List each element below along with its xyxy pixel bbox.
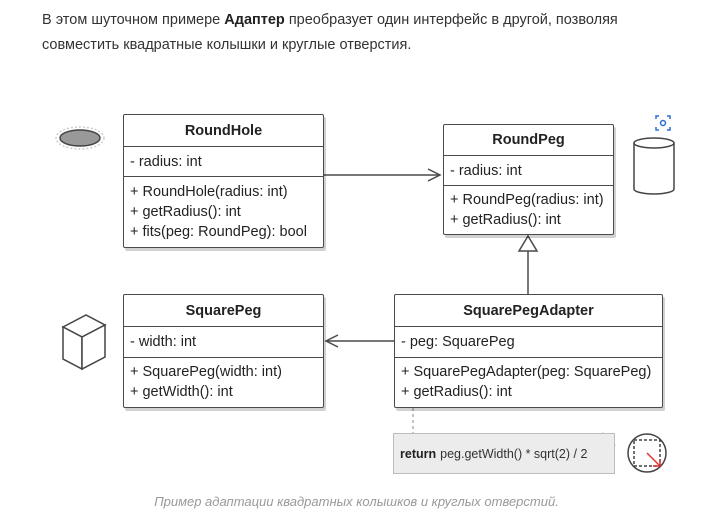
note-keyword: return [400, 446, 437, 461]
round-peg-cylinder-icon [633, 137, 675, 195]
square-in-circle-icon [627, 433, 667, 473]
intro-post: преобразует один интерфейс в другой, поз… [42, 12, 618, 53]
squarepeg-class: SquarePeg - width: int + SquarePeg(width… [123, 294, 324, 408]
note-code: peg.getWidth() * sqrt(2) / 2 [440, 446, 588, 461]
adapter-method: + SquarePegAdapter(peg: SquarePeg) [401, 364, 652, 380]
squarepeg-method: + SquarePeg(width: int) [130, 364, 282, 380]
round-hole-icon [55, 126, 105, 150]
focus-icon [655, 115, 671, 131]
roundhole-fields: - radius: int [124, 147, 323, 177]
intro-bold: Адаптер [224, 12, 285, 28]
intro-pre: В этом шуточном примере [42, 12, 225, 28]
adapter-class: SquarePegAdapter - peg: SquarePeg + Squa… [394, 294, 663, 408]
roundhole-method: + fits(peg: RoundPeg): bool [130, 223, 307, 240]
roundpeg-class: RoundPeg - radius: int + RoundPeg(radius… [443, 124, 614, 235]
square-peg-cube-icon [61, 314, 107, 371]
inheritance-arrow-adapter-to-roundpeg [517, 234, 539, 294]
squarepeg-name: SquarePeg [124, 295, 323, 327]
adapter-methods: + SquarePegAdapter(peg: SquarePeg) + get… [395, 358, 662, 406]
roundpeg-fields: - radius: int [444, 156, 613, 186]
adapter-field: - peg: SquarePeg [401, 334, 515, 350]
adapter-fields: - peg: SquarePeg [395, 327, 662, 358]
intro-text: В этом шуточном примере Адаптер преобраз… [42, 8, 682, 58]
roundhole-methods: + RoundHole(radius: int) + getRadius(): … [124, 177, 323, 246]
adapter-method: + getRadius(): int [401, 384, 512, 400]
roundhole-method: + getRadius(): int [130, 203, 241, 220]
squarepeg-field: - width: int [130, 334, 197, 350]
roundpeg-method: + RoundPeg(radius: int) [450, 191, 604, 208]
roundhole-field: - radius: int [130, 153, 202, 170]
squarepeg-methods: + SquarePeg(width: int) + getWidth(): in… [124, 358, 323, 406]
association-arrow-hole-to-peg [324, 168, 442, 182]
roundhole-class: RoundHole - radius: int + RoundHole(radi… [123, 114, 324, 248]
roundpeg-methods: + RoundPeg(radius: int) + getRadius(): i… [444, 186, 613, 233]
roundhole-name: RoundHole [124, 115, 323, 147]
adapter-name: SquarePegAdapter [395, 295, 662, 327]
roundhole-method: + RoundHole(radius: int) [130, 183, 288, 200]
association-arrow-adapter-to-squarepeg [324, 334, 394, 348]
roundpeg-field: - radius: int [450, 162, 522, 179]
squarepeg-fields: - width: int [124, 327, 323, 358]
roundpeg-name: RoundPeg [444, 125, 613, 156]
roundpeg-method: + getRadius(): int [450, 211, 561, 228]
squarepeg-method: + getWidth(): int [130, 384, 233, 400]
figure-caption: Пример адаптации квадратных колышков и к… [154, 494, 559, 509]
